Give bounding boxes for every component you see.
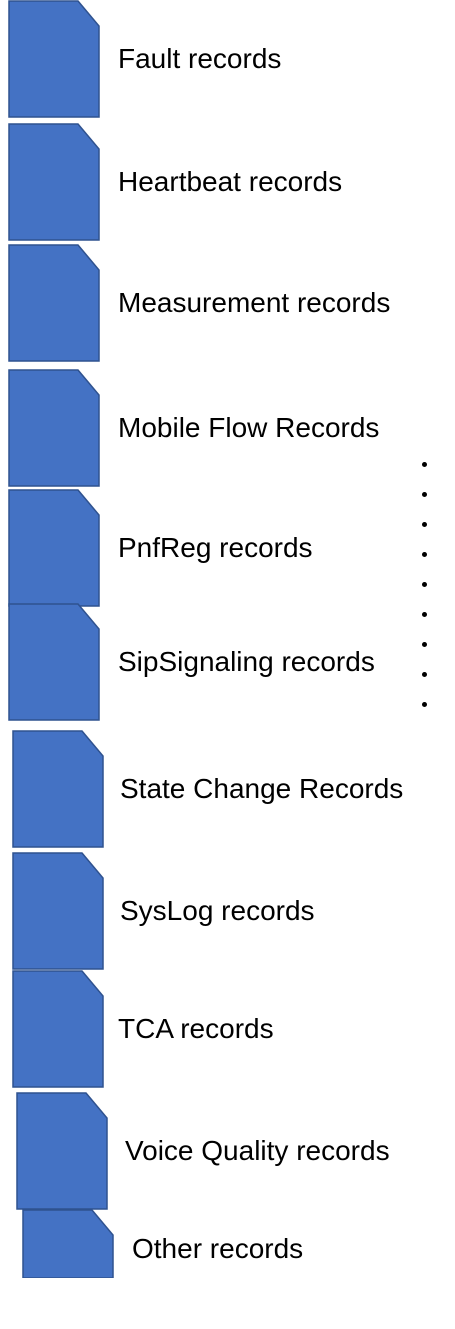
record-label-sipsignaling: SipSignaling records	[118, 646, 375, 677]
record-voice-quality: Voice Quality records	[0, 1092, 455, 1212]
record-types-diagram: { "colors": { "icon_fill": "#4472C4", "i…	[0, 0, 455, 1278]
record-fault: Fault records	[0, 0, 455, 120]
document-icon	[8, 369, 100, 487]
record-label-syslog: SysLog records	[120, 895, 315, 926]
record-label-measurement: Measurement records	[118, 287, 391, 318]
document-icon	[8, 603, 100, 721]
record-label-voice-quality: Voice Quality records	[125, 1135, 390, 1166]
record-other: Other records	[0, 1209, 455, 1329]
record-heartbeat: Heartbeat records	[0, 123, 455, 243]
record-syslog: SysLog records	[0, 852, 455, 972]
ellipsis-dot	[422, 672, 427, 677]
document-icon	[8, 0, 100, 118]
record-label-other: Other records	[132, 1233, 304, 1264]
record-label-fault: Fault records	[118, 43, 282, 74]
ellipsis-dot	[422, 492, 427, 497]
document-icon	[12, 852, 104, 970]
record-label-mobile-flow: Mobile Flow Records	[118, 412, 380, 443]
document-icon	[8, 244, 100, 362]
record-sipsignaling: SipSignaling records	[0, 603, 455, 723]
record-state-change: State Change Records	[0, 730, 455, 850]
record-mobile-flow: Mobile Flow Records	[0, 369, 455, 489]
ellipsis-dot	[422, 522, 427, 527]
ellipsis-dot	[422, 702, 427, 707]
record-label-state-change: State Change Records	[120, 773, 404, 804]
record-label-pnfreg: PnfReg records	[118, 532, 313, 563]
record-pnfreg: PnfReg records	[0, 489, 455, 609]
document-icon	[16, 1092, 108, 1210]
document-icon	[22, 1209, 114, 1278]
ellipsis-dot	[422, 462, 427, 467]
ellipsis-dot	[422, 612, 427, 617]
record-label-tca: TCA records	[118, 1013, 274, 1044]
ellipsis-dot	[422, 642, 427, 647]
ellipsis-dot	[422, 552, 427, 557]
document-icon	[8, 123, 100, 241]
document-icon	[12, 970, 104, 1088]
record-measurement: Measurement records	[0, 244, 455, 364]
document-icon	[8, 489, 100, 607]
record-tca: TCA records	[0, 970, 455, 1090]
record-label-heartbeat: Heartbeat records	[118, 166, 343, 197]
document-icon	[12, 730, 104, 848]
vertical-ellipsis	[420, 462, 430, 732]
ellipsis-dot	[422, 582, 427, 587]
